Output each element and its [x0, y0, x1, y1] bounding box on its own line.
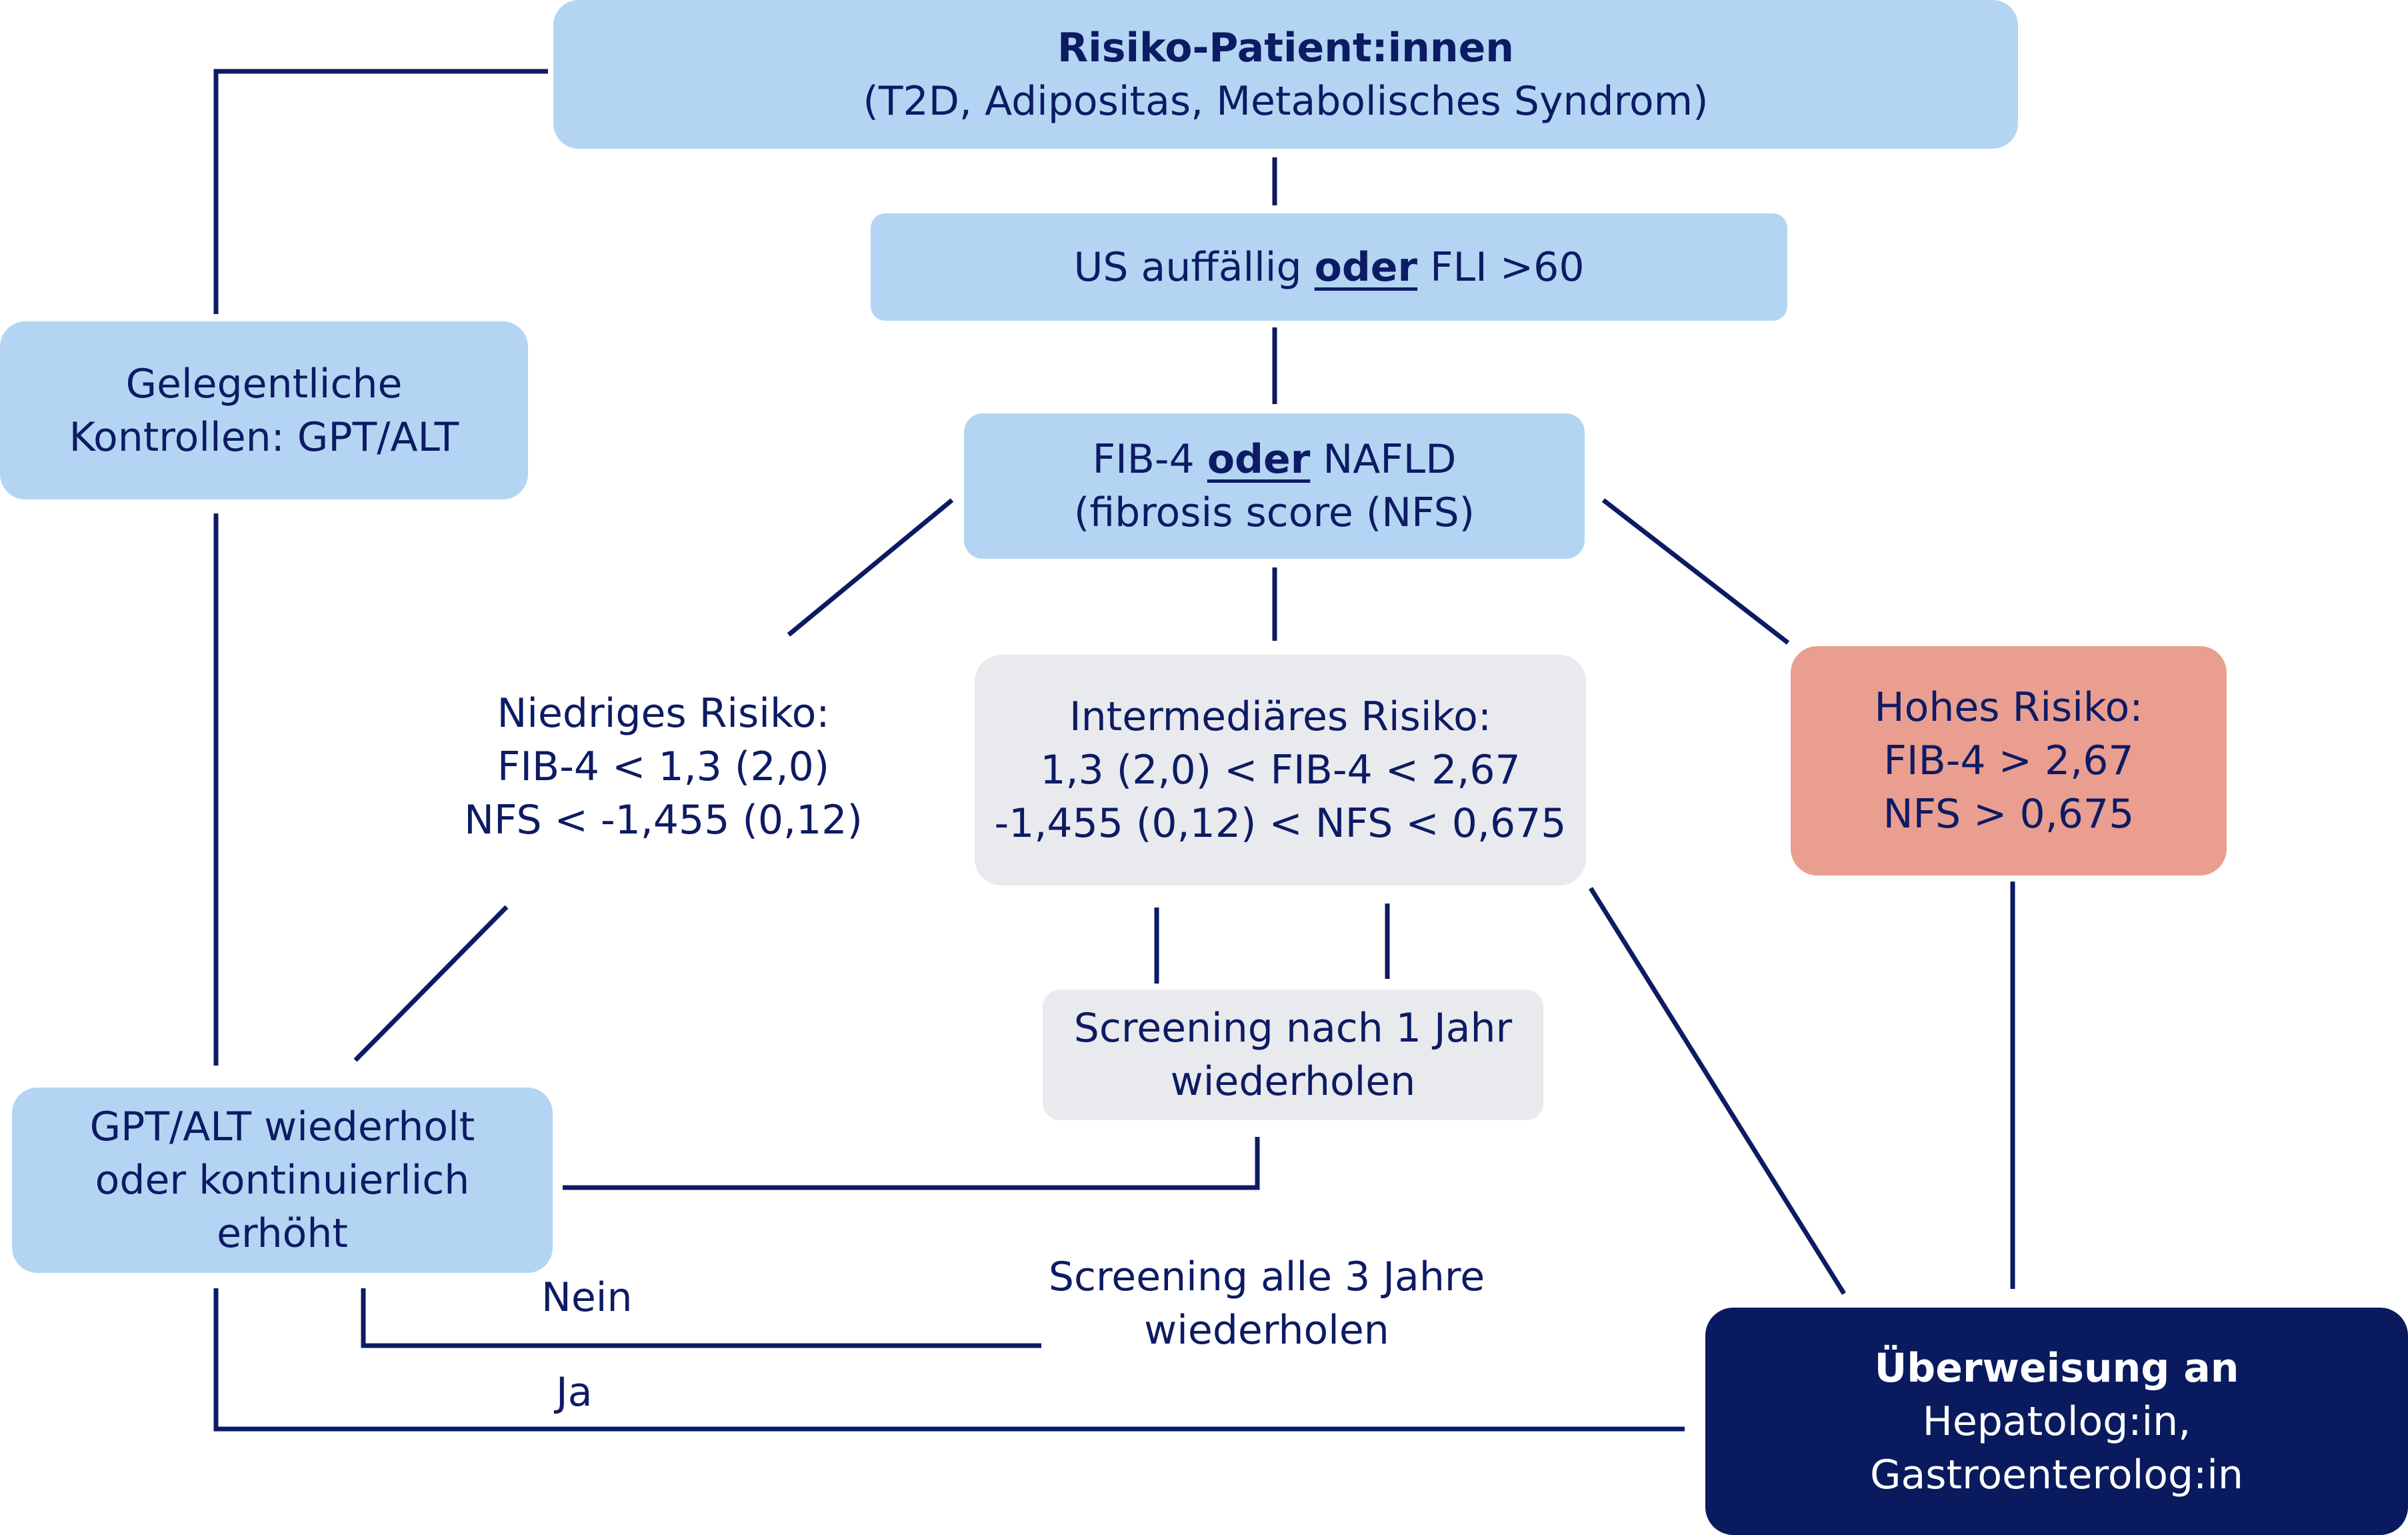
intermediate-risk-line1: Intermediäres Risiko:: [1069, 693, 1492, 740]
edge-label-no: Nein: [541, 1274, 633, 1321]
intermediate-risk-line3: -1,455 (0,12) < NFS < 0,675: [994, 800, 1567, 847]
fib4-nafld-pre: FIB-4: [1092, 436, 1207, 483]
screening-3-years-line2: wiederholen: [1144, 1307, 1389, 1354]
high-risk-line1: Hohes Risiko:: [1874, 684, 2143, 731]
fib4-nafld-line2: (fibrosis score (NFS): [1073, 489, 1475, 536]
low-risk-line3: NFS < -1,455 (0,12): [464, 797, 863, 844]
screening-1-year-line2: wiederholen: [1170, 1058, 1416, 1105]
node-occasional-checks: Gelegentliche Kontrollen: GPT/ALT: [0, 321, 528, 499]
edge-gpt-no-to-screening3: [361, 1288, 1041, 1348]
node-intermediate-risk: Intermediäres Risiko: 1,3 (2,0) < FIB-4 …: [975, 655, 1586, 886]
node-screening-1-year: Screening nach 1 Jahr wiederholen: [1043, 990, 1543, 1120]
referral-title: Überweisung an: [1874, 1344, 2239, 1392]
fib4-nafld-post: NAFLD: [1310, 436, 1457, 483]
referral-line3: Gastroenterolog:in: [1870, 1451, 2243, 1498]
low-risk-line1: Niedriges Risiko:: [497, 690, 830, 737]
node-us-fli: US auffällig oder FLI >60: [871, 213, 1787, 321]
occasional-checks-line1: Gelegentliche: [125, 360, 403, 407]
gpt-elevated-line3: erhöht: [217, 1210, 348, 1257]
gpt-elevated-line1: GPT/ALT wiederholt: [89, 1104, 475, 1150]
risk-patients-detail: (T2D, Adipositas, Metabolisches Syndrom): [863, 77, 1709, 125]
edge-gpt-yes-to-referral: [213, 1288, 1685, 1432]
high-risk-line2: FIB-4 > 2,67: [1883, 737, 2134, 784]
node-high-risk: Hohes Risiko: FIB-4 > 2,67 NFS > 0,675: [1791, 646, 2227, 876]
node-risk-patients: Risiko-Patient:innen (T2D, Adipositas, M…: [553, 0, 2018, 149]
high-risk-line3: NFS > 0,675: [1883, 791, 2135, 838]
screening-3-years-line1: Screening alle 3 Jahre: [1048, 1254, 1485, 1300]
edge-screening1-to-gpt: [563, 1137, 1260, 1190]
intermediate-risk-line2: 1,3 (2,0) < FIB-4 < 2,67: [1040, 747, 1521, 794]
us-fli-pre: US auffällig: [1073, 243, 1315, 291]
risk-patients-title: Risiko-Patient:innen: [1057, 24, 1515, 71]
edge-low-to-gpt: [353, 905, 509, 1062]
node-referral: Überweisung an Hepatolog:in, Gastroenter…: [1705, 1308, 2408, 1535]
node-low-risk: Niedriges Risiko: FIB-4 < 1,3 (2,0) NFS …: [427, 667, 900, 867]
edge-fib4-to-low: [787, 498, 954, 637]
edge-label-yes: Ja: [556, 1369, 593, 1416]
occasional-checks-line2: Kontrollen: GPT/ALT: [69, 413, 459, 461]
edge-risk-to-occasional: [213, 69, 548, 314]
edge-intermediate-to-referral: [1589, 887, 1846, 1295]
node-gpt-elevated: GPT/ALT wiederholt oder kontinuierlich e…: [12, 1088, 553, 1273]
node-fib4-nafld: FIB-4 oder NAFLD (fibrosis score (NFS): [964, 413, 1585, 559]
us-fli-or: oder: [1314, 243, 1418, 291]
fib4-nafld-or: oder: [1207, 436, 1311, 483]
us-fli-post: FLI >60: [1417, 243, 1585, 291]
edge-fib4-to-high: [1601, 498, 1790, 645]
referral-line2: Hepatolog:in,: [1922, 1398, 2191, 1445]
screening-1-year-line1: Screening nach 1 Jahr: [1073, 1005, 1513, 1052]
node-screening-3-years: Screening alle 3 Jahre wiederholen: [1027, 1250, 1507, 1357]
low-risk-line2: FIB-4 < 1,3 (2,0): [497, 743, 830, 790]
gpt-elevated-line2: oder kontinuierlich: [95, 1157, 470, 1204]
